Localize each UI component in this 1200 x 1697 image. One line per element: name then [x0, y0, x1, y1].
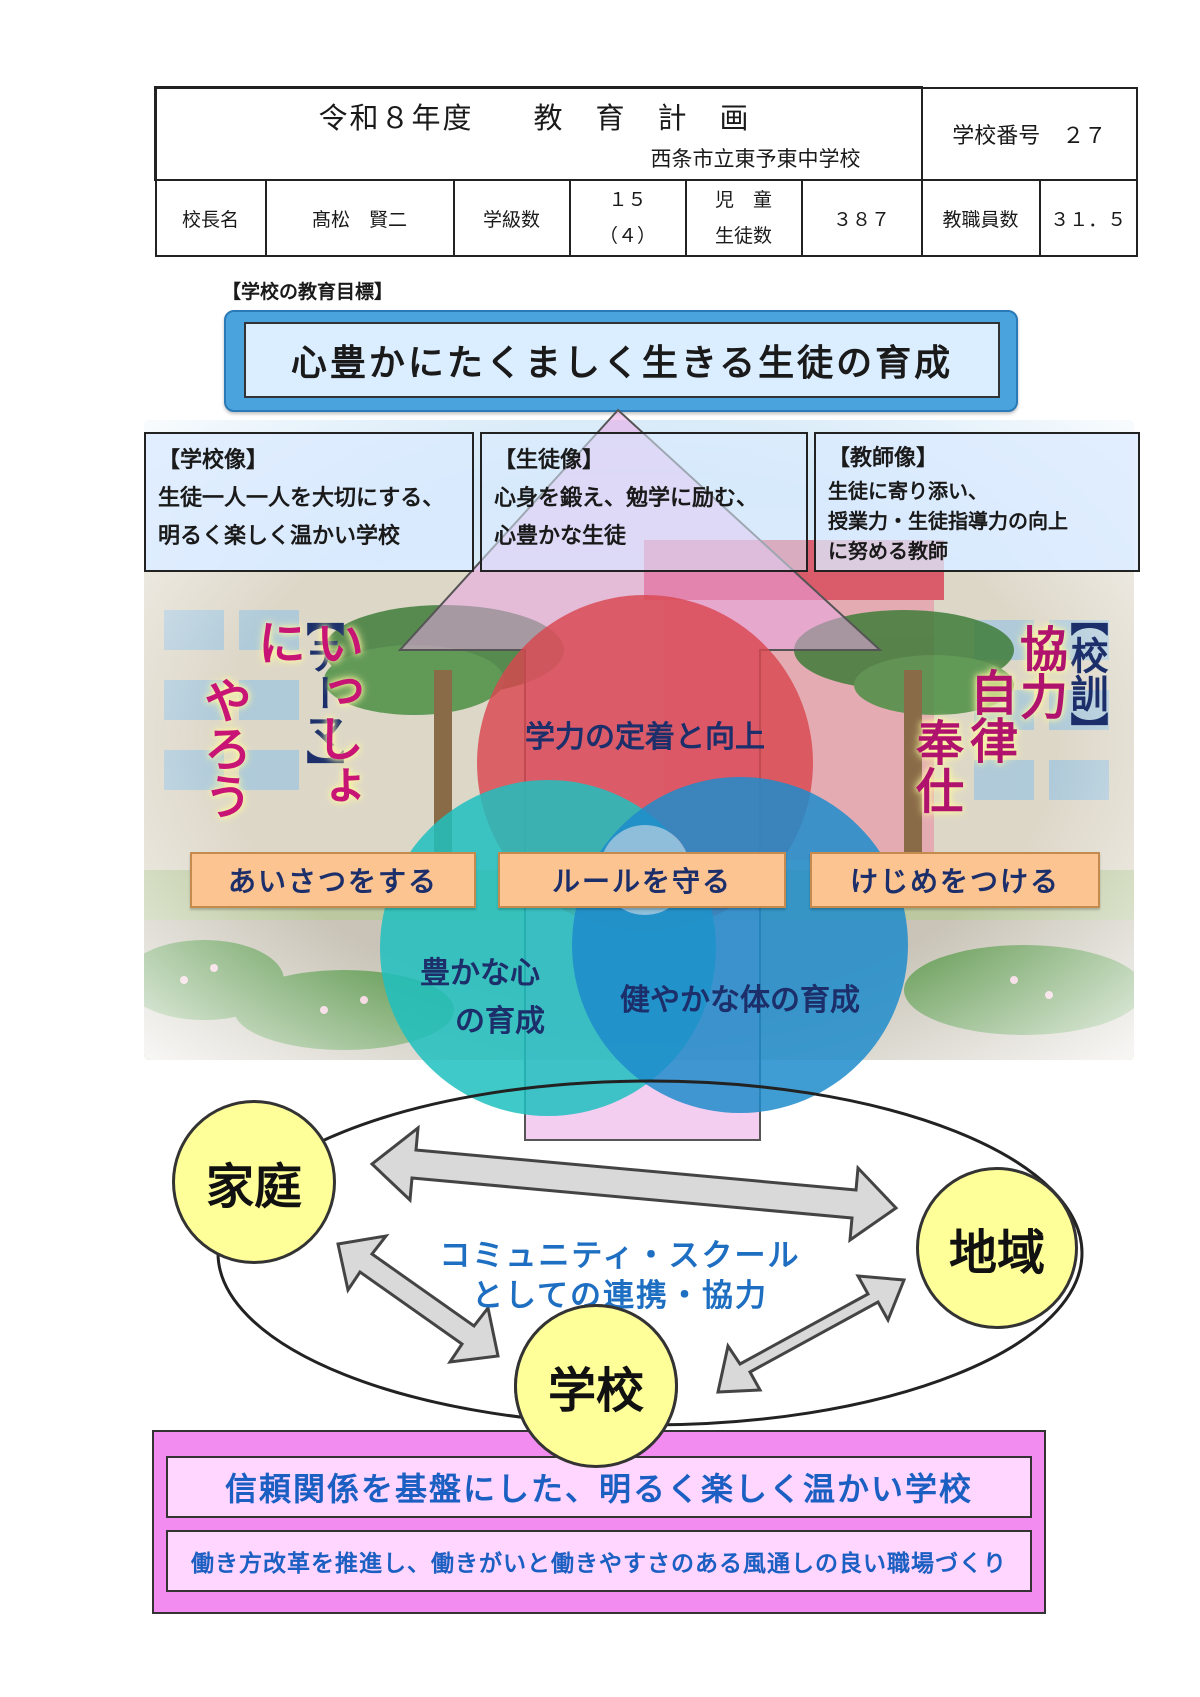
students-label-1: 児 童: [714, 189, 772, 211]
arrow-home-region-icon: [369, 1124, 899, 1244]
ideal-school-line-2: 明るく楽しく温かい学校: [158, 524, 401, 549]
venn-label-heart-line-1: 豊かな心: [420, 956, 540, 991]
staff-label: 教職員数: [920, 179, 1041, 257]
venn-label-heart: 豊かな心 の育成: [385, 950, 575, 1046]
venn-label-academics: 学力の定着と向上: [525, 720, 765, 755]
classes-label: 学級数: [452, 179, 571, 257]
ideal-teacher-line-3: に努める教師: [828, 539, 948, 563]
section-label: 【学校の教育目標】: [222, 281, 394, 303]
ideal-school-title: 【学校像】: [158, 448, 269, 473]
community-school-text: コミュニティ・スクール としての連携・協力: [410, 1236, 830, 1316]
motto-line-3: 奉仕: [907, 718, 963, 814]
classes-sub: （４）: [598, 225, 656, 247]
title-year: 令和８年度: [318, 101, 474, 135]
ideal-school-box: 【学校像】 生徒一人一人を大切にする、 明るく楽しく温かい学校: [144, 432, 474, 572]
students-label-cell: 児 童 生徒数: [684, 179, 803, 257]
ideal-student-box: 【生徒像】 心身を鍛え、勉学に励む、 心豊かな生徒: [480, 432, 808, 572]
community-school-line-1: コミュニティ・スクール: [439, 1238, 801, 1274]
ideal-teacher-title: 【教師像】: [828, 446, 939, 471]
motto-label: 【校訓】: [1064, 598, 1108, 750]
motto-line-1: 協力: [1011, 624, 1067, 720]
ideal-teacher-box: 【教師像】 生徒に寄り添い、 授業力・生徒指導力の向上 に努める教師: [814, 432, 1140, 572]
staff-value: ３１．５: [1038, 179, 1138, 257]
classes-value: １５: [608, 189, 647, 211]
bottom-workstyle: 働き方改革を推進し、働きがいと働きやすさのある風通しの良い職場づくり: [166, 1530, 1032, 1592]
arrow-school-region-icon: [716, 1274, 907, 1394]
school-circle-front: 学校: [514, 1304, 678, 1468]
venn-label-body: 健やかな体の育成: [620, 983, 860, 1018]
title-cell: 令和８年度 教 育 計 画 西条市立東予東中学校: [154, 86, 923, 181]
ideal-teacher-line-1: 生徒に寄り添い、: [828, 479, 988, 503]
arrow-home-school-icon: [336, 1233, 500, 1364]
document-title: 令和８年度 教 育 計 画: [157, 95, 912, 137]
theme-line-1: いっしょに: [249, 618, 363, 810]
action-discipline: けじめをつける: [810, 852, 1100, 908]
school-number-cell: 学校番号 ２７: [920, 86, 1138, 181]
motto-line-2: 自律: [961, 668, 1017, 764]
principal-label: 校長名: [154, 179, 267, 257]
ideal-student-line-1: 心身を鍛え、勉学に励む、: [494, 486, 759, 511]
action-greeting: あいさつをする: [190, 852, 476, 908]
ideal-teacher-line-2: 授業力・生徒指導力の向上: [828, 509, 1068, 533]
header-table: 令和８年度 教 育 計 画 西条市立東予東中学校 学校番号 ２７ 校長名 髙松 賢…: [154, 86, 1138, 257]
title-main: 教 育 計 画: [533, 101, 751, 135]
principal-name: 髙松 賢二: [264, 179, 455, 257]
school-number-label: 学校番号: [952, 123, 1041, 149]
school-number: ２７: [1062, 123, 1107, 149]
ideal-student-line-2: 心豊かな生徒: [494, 524, 627, 549]
students-label-2: 生徒数: [714, 225, 772, 247]
home-circle: 家庭: [172, 1100, 336, 1264]
venn-label-heart-line-2: の育成: [455, 1004, 545, 1039]
action-rules: ルールを守る: [498, 852, 786, 908]
school-name: 西条市立東予東中学校: [650, 147, 861, 171]
region-circle: 地域: [916, 1167, 1078, 1329]
educational-goal: 心豊かにたくましく生きる生徒の育成: [244, 322, 1000, 398]
ideal-school-line-1: 生徒一人一人を大切にする、: [158, 486, 445, 511]
classes-cell: １５ （４）: [568, 179, 687, 257]
theme-line-2: やろう: [195, 676, 251, 820]
ideal-student-title: 【生徒像】: [494, 448, 605, 473]
theme-label: 【テーマ】: [300, 598, 344, 788]
students-value: ３８７: [800, 179, 923, 257]
